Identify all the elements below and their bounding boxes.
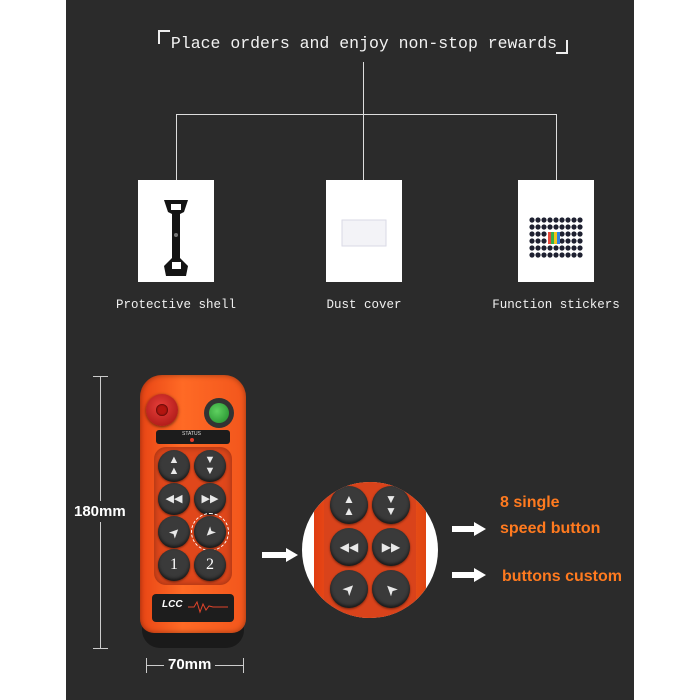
status-label: STATUS <box>182 431 201 437</box>
emergency-stop-center <box>156 404 168 416</box>
width-dimension-cap-left <box>146 658 147 673</box>
zoom-diagonal-up-button[interactable]: ➤ <box>330 570 368 608</box>
down-arrow-button[interactable]: ▼▼ <box>194 450 226 482</box>
dust-cover-icon <box>341 219 387 247</box>
accessory-label-stickers: Function stickers <box>492 298 620 312</box>
page-title: Place orders and enjoy non-stop rewards <box>170 34 558 53</box>
number-button-1[interactable]: 1 <box>158 549 190 581</box>
zoom-diagonal-up-arrow-icon: ➤ <box>338 578 360 600</box>
up-arrow-button[interactable]: ▲▲ <box>158 450 190 482</box>
diagonal-up-arrow-icon: ➤ <box>164 522 184 542</box>
zoom-left-arrow-button[interactable]: ◀◀ <box>330 528 368 566</box>
height-dimension-label: 180mm <box>74 501 126 522</box>
accessory-card-dust-cover <box>326 180 402 282</box>
brand-logo: LCC <box>162 599 183 610</box>
zoom-double-up-arrow-icon: ▲▲ <box>343 492 355 518</box>
bracket-top-left <box>158 30 170 44</box>
connector-left <box>176 114 177 180</box>
number-button-2[interactable]: 2 <box>194 549 226 581</box>
callout-speed-line2: speed button <box>500 520 601 537</box>
diagonal-down-button[interactable]: ➤ <box>191 513 229 551</box>
accessory-label-shell: Protective shell <box>115 298 237 312</box>
start-button-ring <box>204 398 234 428</box>
connector-right <box>556 114 557 180</box>
protective-shell-icon <box>164 200 188 276</box>
zoom-double-down-arrow-icon: ▼▼ <box>385 492 397 518</box>
zoom-diagonal-down-arrow-icon: ➤ <box>380 578 402 600</box>
dark-panel: Place orders and enjoy non-stop rewards <box>66 0 634 700</box>
zoom-down-arrow-button[interactable]: ▼▼ <box>372 486 410 524</box>
zoom-double-left-arrow-icon: ◀◀ <box>339 540 359 554</box>
zoom-right-arrow-button[interactable]: ▶▶ <box>372 528 410 566</box>
number-1-label: 1 <box>170 556 178 573</box>
connector-horizontal <box>176 114 556 115</box>
callout-arrow-custom <box>452 568 486 587</box>
accessory-card-stickers <box>518 180 594 282</box>
status-panel: STATUS <box>156 430 230 444</box>
diagonal-down-arrow-icon: ➤ <box>200 522 220 542</box>
zoom-double-right-arrow-icon: ▶▶ <box>381 540 401 554</box>
connector-vertical <box>363 62 364 114</box>
callout-arrow-speed <box>452 522 486 541</box>
left-arrow-button[interactable]: ◀◀ <box>158 483 190 515</box>
accessory-card-shell <box>138 180 214 282</box>
brand-plate: LCC <box>152 594 234 622</box>
start-button[interactable] <box>209 403 229 423</box>
function-stickers-icon <box>529 217 583 258</box>
right-arrow-button[interactable]: ▶▶ <box>194 483 226 515</box>
signal-wave-icon <box>188 600 228 614</box>
zoom-diagonal-down-button[interactable]: ➤ <box>372 570 410 608</box>
zoom-circle: ▲▲ ▼▼ ◀◀ ▶▶ ➤ ➤ <box>302 482 438 618</box>
bracket-bottom-right <box>556 40 568 54</box>
callout-speed-line1: 8 single <box>500 494 560 511</box>
emergency-stop-button[interactable] <box>146 394 178 426</box>
double-right-arrow-icon: ▶▶ <box>201 492 219 505</box>
right-arrow-icon-to-zoom <box>262 548 298 567</box>
width-dimension-label: 70mm <box>164 656 216 673</box>
width-dimension-cap-right <box>243 658 244 673</box>
double-down-arrow-icon: ▼▼ <box>204 454 216 477</box>
number-2-label: 2 <box>206 556 214 573</box>
height-dimension-cap-bottom <box>93 648 108 649</box>
status-led <box>190 438 194 442</box>
height-dimension-cap-top <box>93 376 108 377</box>
accessory-label-dust-cover: Dust cover <box>326 298 402 312</box>
double-up-arrow-icon: ▲▲ <box>168 454 180 477</box>
connector-middle <box>363 114 364 180</box>
callout-custom: buttons custom <box>502 568 622 585</box>
double-left-arrow-icon: ◀◀ <box>165 492 183 505</box>
zoom-up-arrow-button[interactable]: ▲▲ <box>330 486 368 524</box>
diagonal-up-button[interactable]: ➤ <box>158 516 190 548</box>
